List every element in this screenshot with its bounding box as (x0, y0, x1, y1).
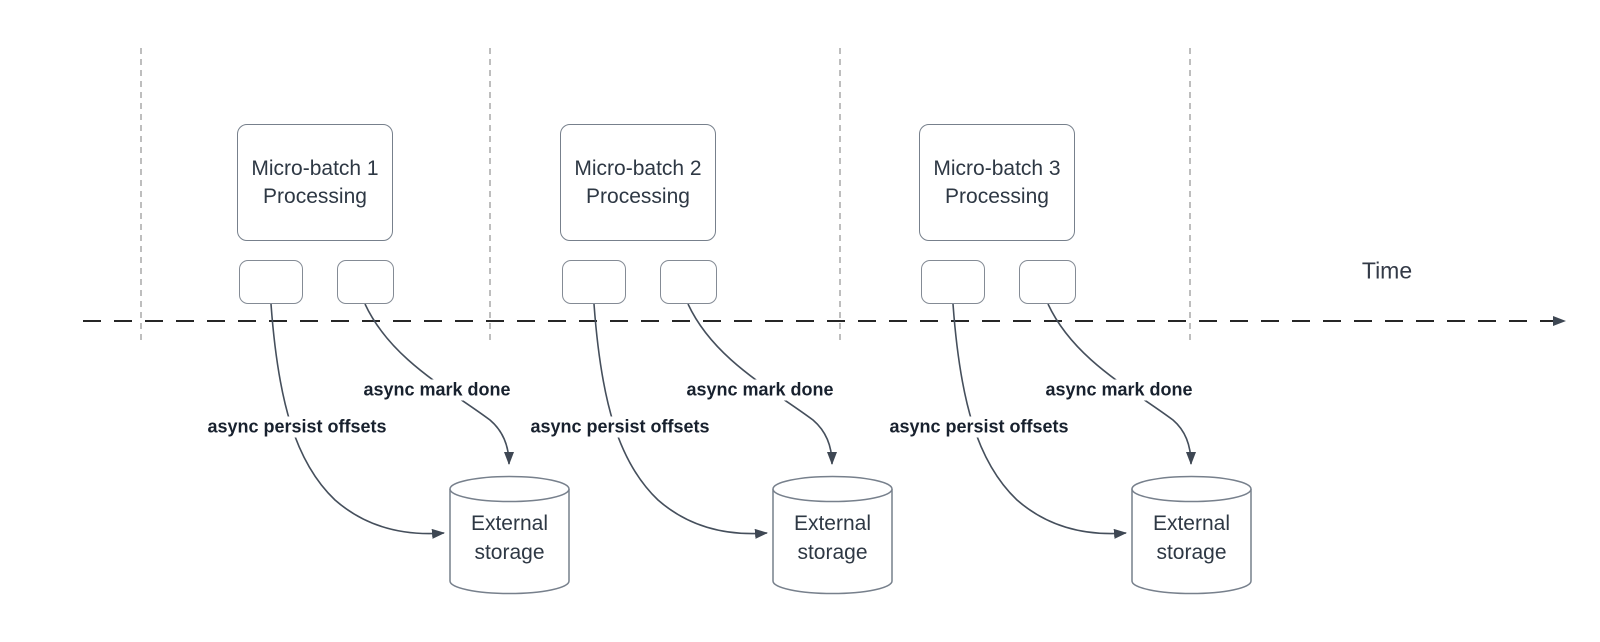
async-mark-done-arrow-2 (687, 303, 837, 465)
mark-done-task-box-2 (660, 260, 717, 304)
async-mark-done-arrow-1 (364, 303, 514, 465)
time-axis-label: Time (1361, 257, 1413, 284)
async-persist-offsets-arrow-3 (952, 303, 1127, 539)
persist-offsets-task-box-2 (562, 260, 626, 304)
mark-done-task-box-3 (1019, 260, 1076, 304)
async-mark-done-label-1: async mark done (360, 379, 514, 401)
external-storage-cylinder-1 (449, 475, 570, 595)
external-storage-cylinder-2 (772, 475, 893, 595)
async-persist-offsets-label-3: async persist offsets (886, 416, 1072, 438)
micro-batch-3-processing-box: Micro-batch 3 Processing (919, 124, 1075, 241)
async-persist-offsets-label-2: async persist offsets (527, 416, 713, 438)
async-mark-done-label-3: async mark done (1042, 379, 1196, 401)
persist-offsets-task-box-1 (239, 260, 303, 304)
micro-batch-2-processing-box: Micro-batch 2 Processing (560, 124, 716, 241)
external-storage-cylinder-3 (1131, 475, 1252, 595)
async-mark-done-arrow-3 (1047, 303, 1196, 465)
external-storage-label-3: External storage (1152, 512, 1231, 564)
batch-interval-gridlines (140, 48, 1191, 345)
external-storage-label-2: External storage (793, 512, 872, 564)
mark-done-task-box-1 (337, 260, 394, 304)
micro-batch-1-processing-box: Micro-batch 1 Processing (237, 124, 393, 241)
async-persist-offsets-arrow-1 (270, 303, 445, 539)
persist-offsets-task-box-3 (921, 260, 985, 304)
external-storage-label-1: External storage (470, 512, 549, 564)
async-persist-offsets-label-1: async persist offsets (204, 416, 390, 438)
async-mark-done-label-2: async mark done (683, 379, 837, 401)
async-persist-offsets-arrow-2 (593, 303, 768, 539)
